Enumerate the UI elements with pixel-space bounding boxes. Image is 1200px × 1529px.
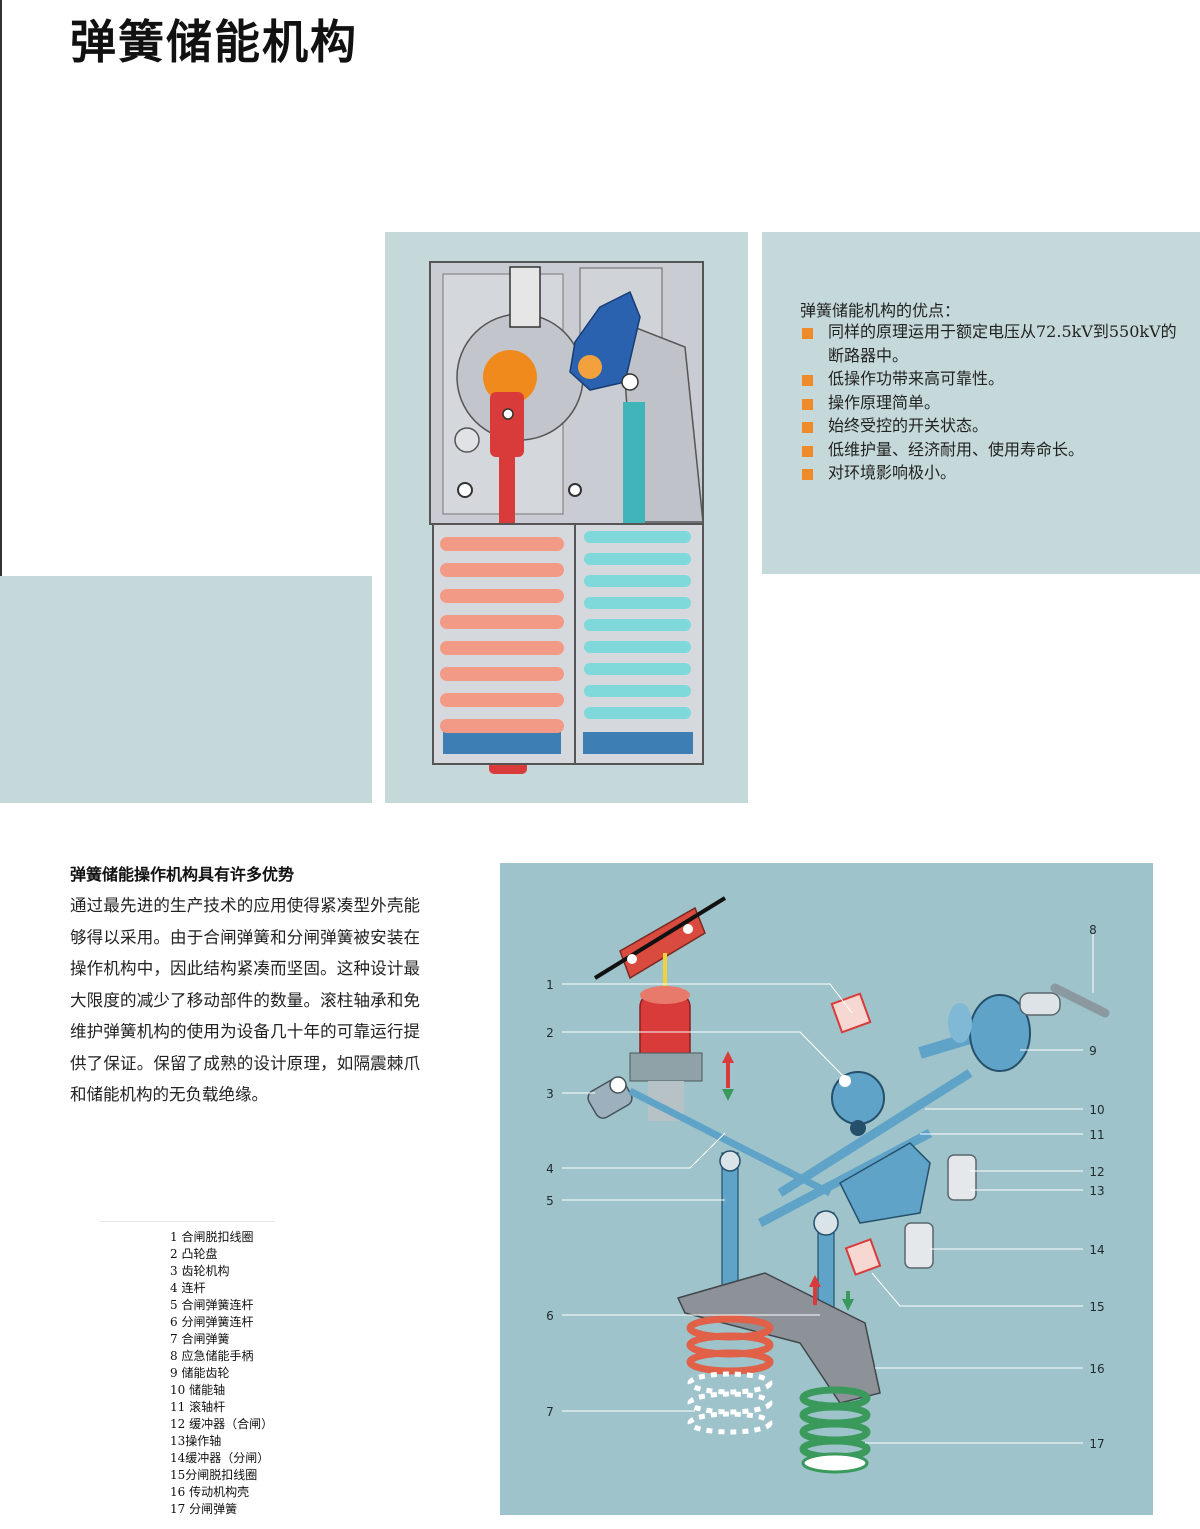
left-decor-panel	[0, 576, 372, 803]
legend-item: 9 储能齿轮	[170, 1366, 230, 1380]
callout-number-17: 17	[1089, 1437, 1104, 1451]
callout-number-14: 14	[1089, 1243, 1104, 1257]
list-item: 低维护量、经济耐用、使用寿命长。	[800, 438, 1180, 462]
legend-item: 14缓冲器（分闸）	[170, 1451, 270, 1465]
callout-number-4: 4	[546, 1162, 554, 1176]
mechanism-exploded-diagram: 1 2 3 4 5 6 7 8 9 10 11 12 13 14 15 16 1…	[500, 863, 1153, 1515]
callout-number-13: 13	[1089, 1184, 1104, 1198]
legend-item: 7 合闸弹簧	[170, 1332, 230, 1346]
list-item: 操作原理简单。	[800, 391, 1180, 415]
legend-item: 3 齿轮机构	[170, 1264, 230, 1278]
legend-item: 10 储能轴	[170, 1383, 226, 1397]
list-item: 始终受控的开关状态。	[800, 414, 1180, 438]
list-item: 同样的原理运用于额定电压从72.5kV到550kV的断路器中。	[800, 320, 1180, 367]
legend-item: 6 分闸弹簧连杆	[170, 1315, 254, 1329]
legend-item: 1 合闸脱扣线圈	[170, 1230, 254, 1244]
legend-item: 4 连杆	[170, 1281, 206, 1295]
left-border-line	[0, 0, 2, 600]
callout-number-12: 12	[1089, 1165, 1104, 1179]
legend-item: 15分闸脱扣线圈	[170, 1468, 258, 1482]
callout-number-8: 8	[1089, 923, 1097, 937]
callout-number-16: 16	[1089, 1362, 1104, 1376]
orange-square-bullet-icon	[802, 328, 813, 339]
legend-item: 16 传动机构壳	[170, 1485, 250, 1499]
orange-square-bullet-icon	[802, 375, 813, 386]
page-title: 弹簧储能机构	[70, 15, 358, 69]
mechanism-section-figure	[385, 232, 748, 803]
advantages-panel	[762, 232, 1200, 574]
section-heading: 弹簧储能操作机构具有许多优势	[70, 865, 295, 884]
legend-item: 12 缓冲器（合闸）	[170, 1417, 274, 1431]
callout-number-3: 3	[546, 1087, 554, 1101]
section-body: 通过最先进的生产技术的应用使得紧凑型外壳能够得以采用。由于合闸弹簧和分闸弹簧被安…	[70, 896, 420, 1104]
list-item: 低操作功带来高可靠性。	[800, 367, 1180, 391]
advantages-list: 同样的原理运用于额定电压从72.5kV到550kV的断路器中。 低操作功带来高可…	[800, 320, 1180, 485]
callout-number-2: 2	[546, 1026, 554, 1040]
callout-number-9: 9	[1089, 1044, 1097, 1058]
callout-number-6: 6	[546, 1309, 554, 1323]
legend-item: 2 凸轮盘	[170, 1247, 218, 1261]
callout-number-5: 5	[546, 1194, 554, 1208]
legend-item: 8 应急储能手柄	[170, 1349, 254, 1363]
advantages-heading: 弹簧储能机构的优点：	[800, 301, 961, 320]
legend-item: 5 合闸弹簧连杆	[170, 1298, 254, 1312]
legend-divider	[100, 1221, 275, 1222]
legend-item: 17 分闸弹簧	[170, 1502, 238, 1516]
callout-number-15: 15	[1089, 1300, 1104, 1314]
parts-legend: 1 合闸脱扣线圈 2 凸轮盘 3 齿轮机构 4 连杆 5 合闸弹簧连杆 6 分闸…	[170, 1229, 273, 1518]
orange-square-bullet-icon	[802, 398, 813, 410]
orange-square-bullet-icon	[802, 422, 813, 433]
callout-number-10: 10	[1089, 1103, 1104, 1117]
list-item: 对环境影响极小。	[800, 461, 1180, 485]
callout-number-1: 1	[546, 978, 554, 992]
orange-square-bullet-icon	[802, 445, 813, 457]
callout-number-7: 7	[546, 1405, 554, 1419]
legend-item: 11 滚轴杆	[170, 1400, 226, 1414]
callout-number-11: 11	[1089, 1128, 1104, 1142]
orange-square-bullet-icon	[802, 469, 813, 480]
legend-item: 13操作轴	[170, 1434, 222, 1448]
